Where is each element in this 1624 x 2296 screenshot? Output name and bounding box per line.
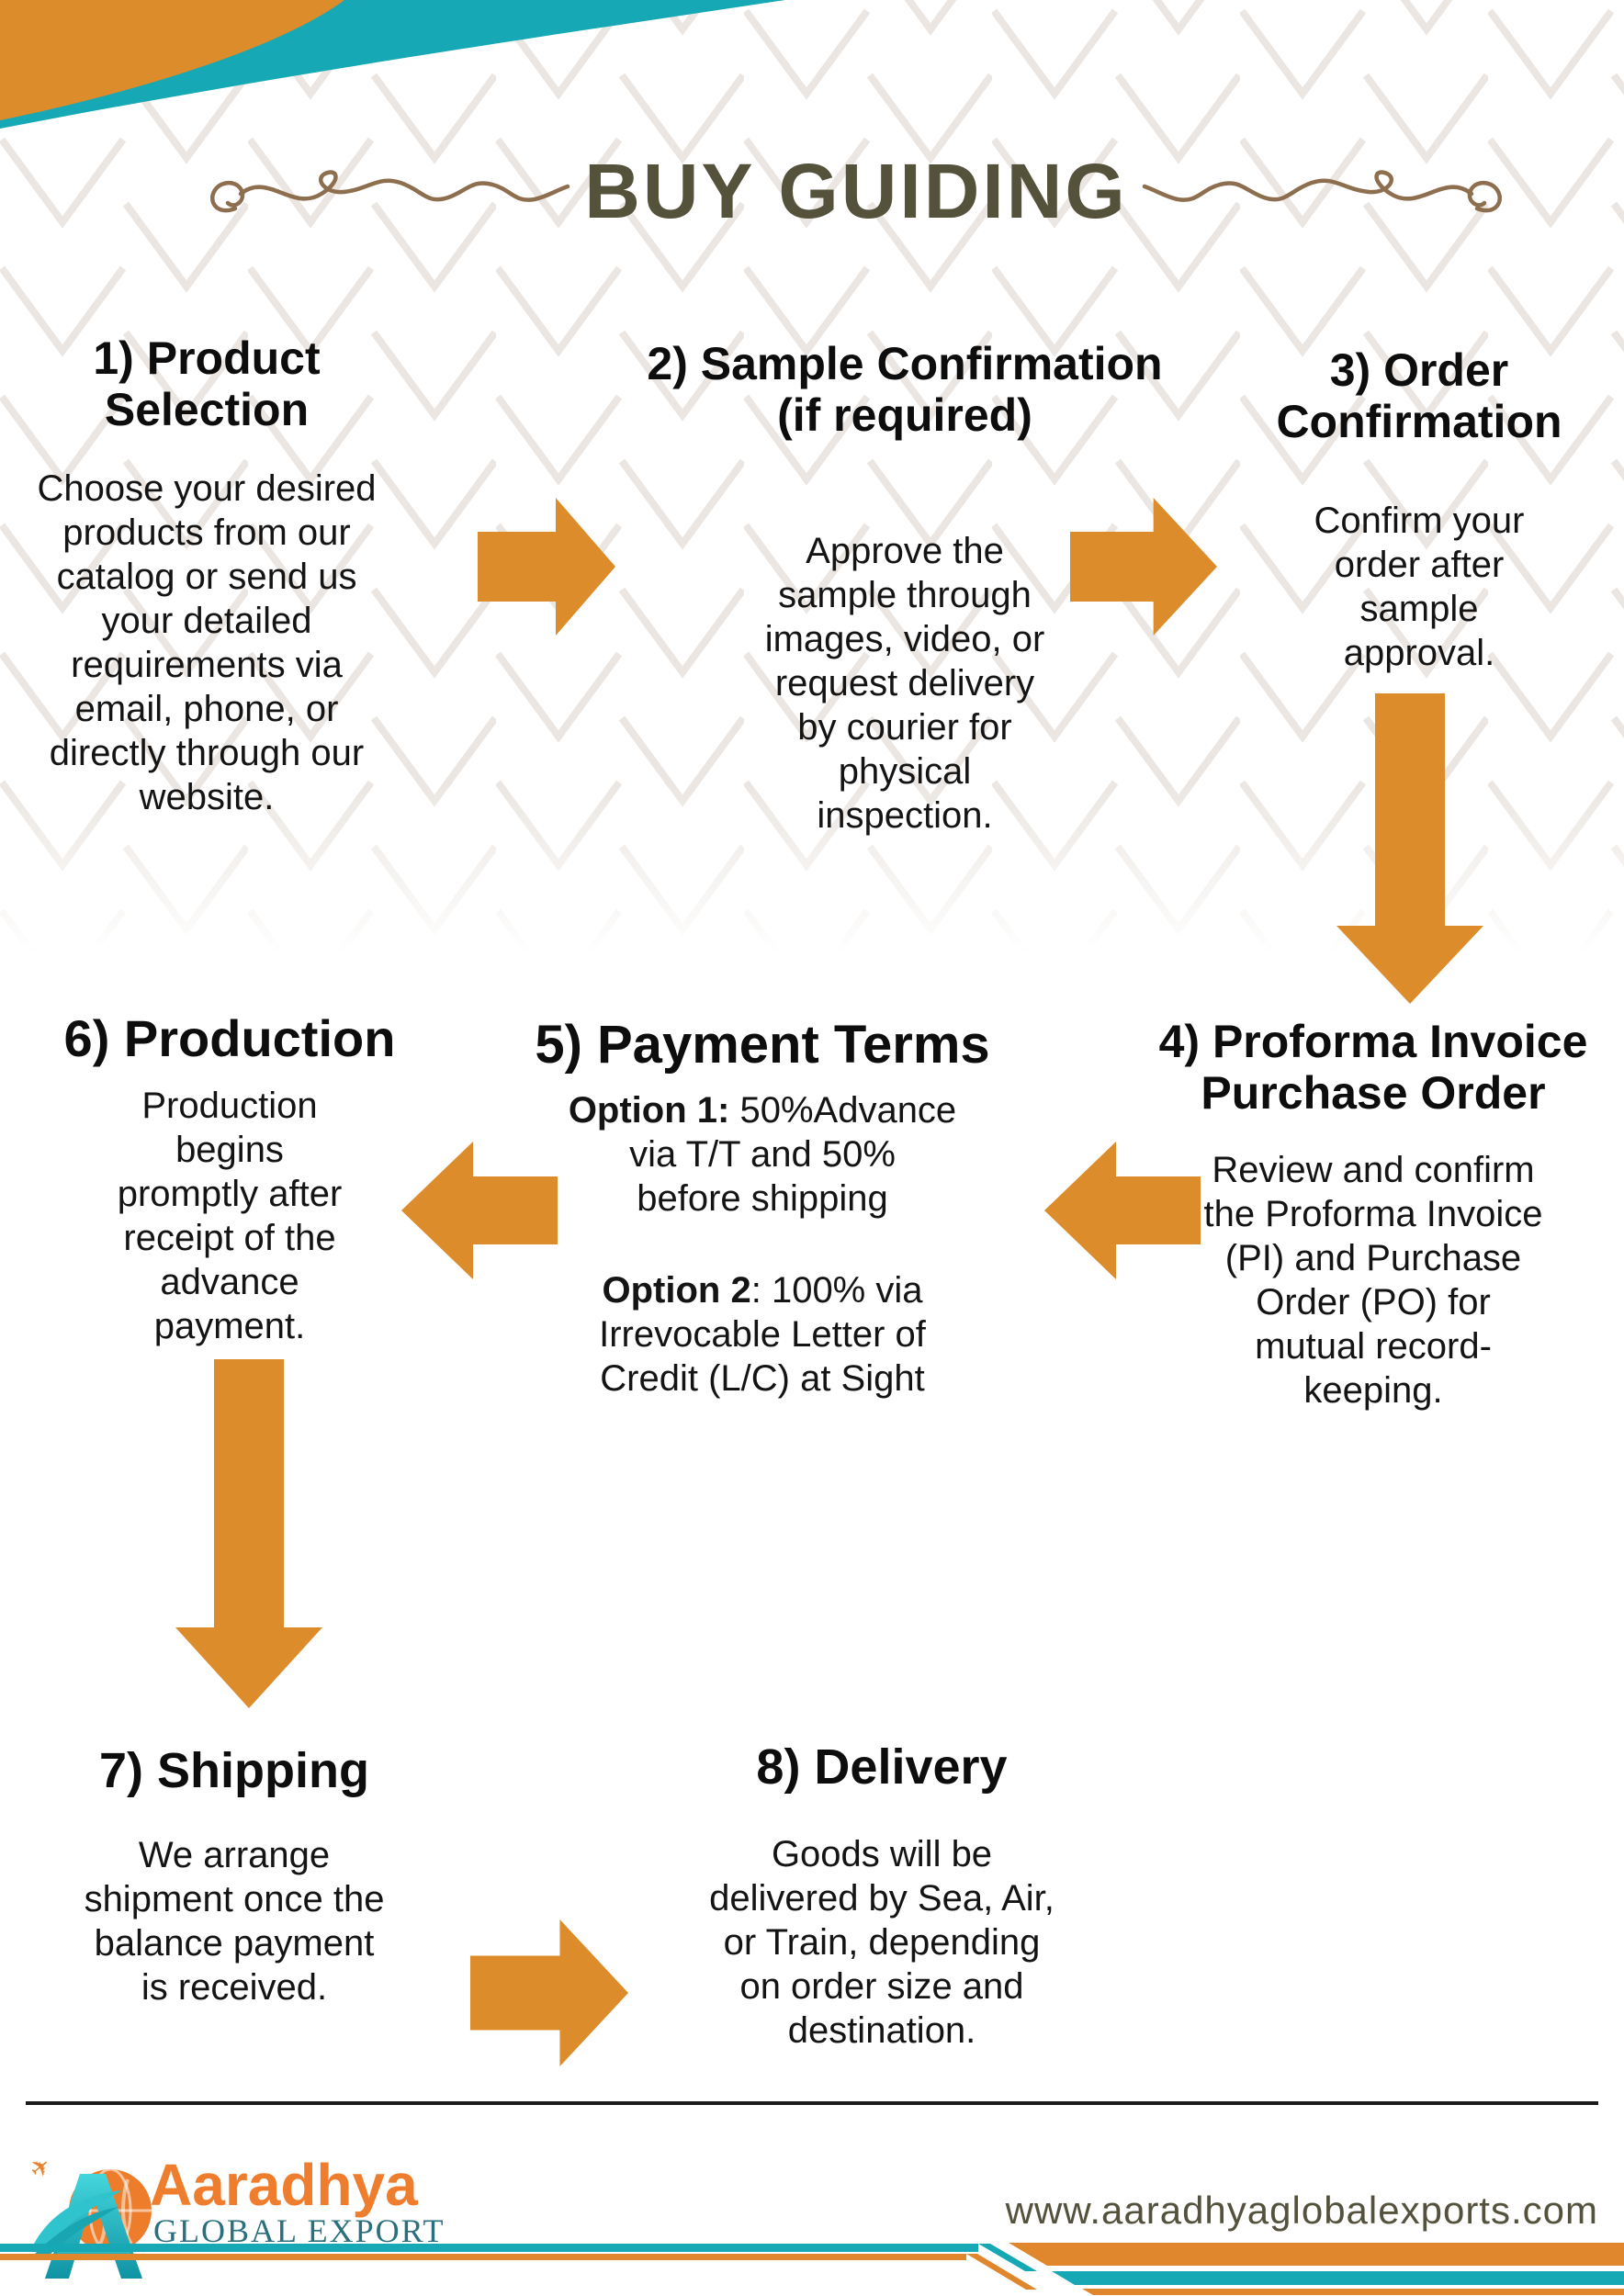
step-body: Production begins promptly after receipt… xyxy=(117,1085,343,1346)
arrow-right-icon xyxy=(478,498,615,636)
step-body: Approve the sample through images, video… xyxy=(764,531,1045,836)
step-delivery: 8) Delivery Goods will be delivered by S… xyxy=(615,1739,1148,2053)
footer-ribbon-decoration xyxy=(0,2243,1624,2295)
footer-divider xyxy=(26,2101,1598,2105)
title-row: BUY GUIDING xyxy=(204,145,1508,237)
step-sample-confirmation: 2) Sample Confirmation (if required) App… xyxy=(629,338,1180,838)
step-heading: 4) Proforma Invoice Purchase Order xyxy=(1158,1016,1588,1119)
step-heading: 8) Delivery xyxy=(756,1739,1008,1795)
step-heading: 5) Payment Terms xyxy=(535,1015,990,1075)
chevron-pattern-background xyxy=(0,0,1624,955)
step-order-confirmation: 3) Order Confirmation Confirm your order… xyxy=(1235,344,1603,675)
brand-name: Aaradhya xyxy=(150,2152,418,2218)
arrow-right-icon xyxy=(470,1919,628,2066)
step-heading: 2) Sample Confirmation (if required) xyxy=(647,338,1163,441)
step-body: We arrange shipment once the balance pay… xyxy=(84,1835,385,2009)
step-body: Confirm your order after sample approval… xyxy=(1314,501,1525,673)
step-product-selection: 1) Product Selection Choose your desired… xyxy=(0,332,413,819)
payment-option-2-label: Option 2 xyxy=(602,1269,751,1311)
arrow-left-icon xyxy=(1044,1142,1201,1279)
flourish-left-icon xyxy=(210,170,570,213)
step-production: 6) Production Production begins promptly… xyxy=(23,1009,436,1348)
step-shipping: 7) Shipping We arrange shipment once the… xyxy=(23,1743,445,2009)
step-payment-terms: 5) Payment Terms Option 1: 50%Advance vi… xyxy=(487,1015,1038,1401)
brand-tagline: GLOBAL EXPORT xyxy=(153,2212,445,2249)
arrow-down-icon xyxy=(1336,693,1483,1004)
flourish-right-icon xyxy=(1142,170,1502,213)
payment-option-1-label: Option 1: xyxy=(568,1089,730,1131)
brand-logo: ✈ Aaradhya GLOBAL EXPORT xyxy=(32,2154,455,2282)
step-body: Goods will be delivered by Sea, Air, or … xyxy=(709,1834,1054,2052)
payment-option-2: Option 2: 100% via Irrevocable Letter of… xyxy=(487,1268,1038,1401)
step-body: Review and confirm the Proforma Invoice … xyxy=(1203,1150,1543,1411)
step-heading: 1) Product Selection xyxy=(93,332,321,435)
step-heading: 3) Order Confirmation xyxy=(1276,344,1562,447)
step-proforma-invoice-purchase-order: 4) Proforma Invoice Purchase Order Revie… xyxy=(1134,1016,1612,1412)
payment-option-1-text: 50%Advance via T/T and 50% before shippi… xyxy=(629,1089,957,1219)
arrow-down-icon xyxy=(175,1359,322,1708)
website-url: www.aaradhyaglobalexports.com xyxy=(1005,2189,1598,2232)
wing-icon xyxy=(34,2190,122,2247)
plane-icon: ✈ xyxy=(32,2154,57,2185)
step-body: Choose your desired products from our ca… xyxy=(37,468,377,817)
step-heading: 7) Shipping xyxy=(99,1743,369,1798)
step-heading: 6) Production xyxy=(63,1009,396,1067)
page-title: BUY GUIDING xyxy=(584,147,1128,234)
arrow-right-icon xyxy=(1070,498,1217,636)
payment-option-2-text: : 100% via Irrevocable Letter of Credit … xyxy=(599,1269,926,1399)
arrow-left-icon xyxy=(401,1142,558,1279)
header-wave-decoration xyxy=(0,0,785,129)
payment-option-1: Option 1: 50%Advance via T/T and 50% bef… xyxy=(487,1088,1038,1221)
